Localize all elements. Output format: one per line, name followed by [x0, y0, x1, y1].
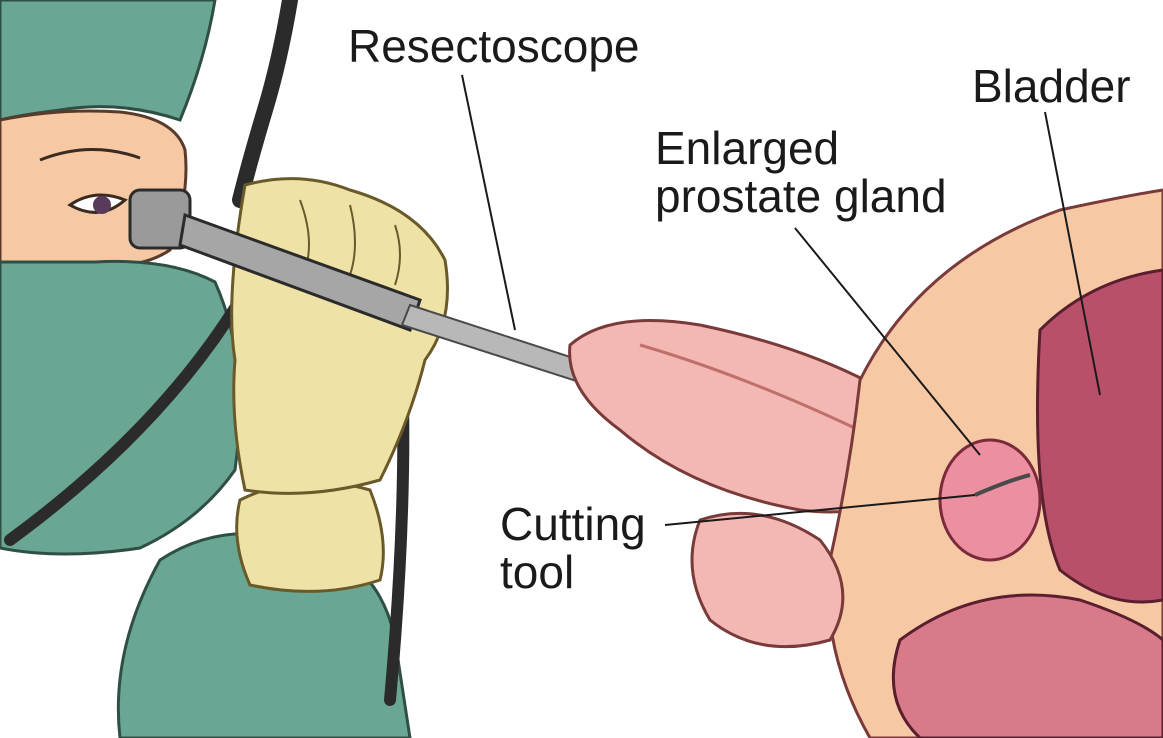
label-prostate-line1: Enlarged — [655, 124, 947, 172]
label-cutting-line1: Cutting — [500, 500, 646, 548]
light-cable — [240, 0, 290, 200]
label-cutting-line2: tool — [500, 548, 646, 596]
label-bladder: Bladder — [972, 62, 1131, 110]
scrotum — [692, 513, 843, 646]
label-prostate-line2: prostate gland — [655, 172, 947, 220]
surgeon-cap — [0, 0, 215, 120]
surgeon-iris — [93, 196, 111, 214]
surgeon-mask — [0, 261, 240, 554]
gloved-hand — [232, 179, 448, 494]
leader-resectoscope — [462, 75, 515, 330]
label-resectoscope-text: Resectoscope — [348, 20, 640, 72]
label-cutting-tool: Cutting tool — [500, 500, 646, 596]
label-enlarged-prostate: Enlarged prostate gland — [655, 124, 947, 220]
glove-cuff — [237, 482, 384, 591]
prostate-gland — [940, 440, 1040, 560]
bladder — [1038, 270, 1163, 602]
label-bladder-text: Bladder — [972, 60, 1131, 112]
label-resectoscope: Resectoscope — [348, 22, 640, 70]
